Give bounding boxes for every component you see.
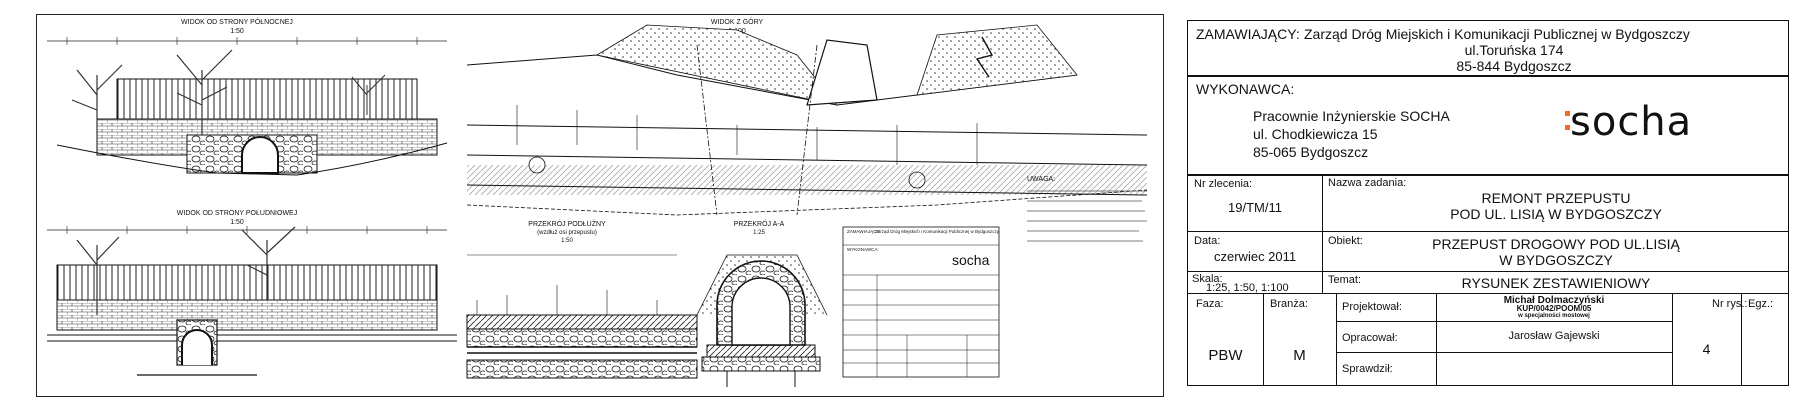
- notes-lines: [1027, 190, 1147, 242]
- long-section-subtitle: (wzdłuż osi przepustu): [537, 230, 597, 236]
- divider: [1322, 174, 1323, 293]
- long-section-scale: 1:50: [561, 238, 573, 244]
- client-name: Zarząd Dróg Miejskich i Komunikacji Publ…: [1304, 26, 1690, 42]
- topic-label: Temat:: [1328, 274, 1362, 286]
- contractor-street: ul. Chodkiewicza 15: [1253, 126, 1378, 142]
- divider: [1741, 293, 1742, 385]
- drafted-label: Opracował:: [1342, 332, 1398, 344]
- contractor-city: 85-065 Bydgoszcz: [1253, 144, 1369, 160]
- sheet-no: 4: [1702, 341, 1711, 357]
- technical-drawing: WIDOK OD STRONY PÓŁNOCNEJ 1:50 WIDOK OD …: [47, 17, 1148, 387]
- divider: [1336, 352, 1672, 353]
- sheet-no-label: Nr rys.:: [1712, 298, 1748, 310]
- divider: [1336, 293, 1337, 385]
- phase-value: PBW: [1208, 347, 1243, 364]
- task-name-line1: REMONT PRZEPUSTU: [1481, 190, 1631, 206]
- divider: [1188, 271, 1788, 272]
- client-street: ul.Toruńska 174: [1464, 42, 1564, 58]
- copies-label: Egz.:: [1748, 298, 1774, 310]
- object-line1: PRZEPUST DROGOWY POD UL.LISIĄ: [1432, 236, 1680, 252]
- socha-logo: socha: [1570, 99, 1693, 145]
- divider: [1188, 174, 1788, 176]
- branch-value: M: [1293, 347, 1306, 364]
- mini-title-block: [842, 226, 1000, 378]
- contractor-name: Pracownie Inżynierskie SOCHA: [1253, 108, 1450, 124]
- designer-label: Projektował:: [1342, 301, 1402, 313]
- logo-accent-bottom: [1565, 125, 1570, 130]
- divider: [1336, 321, 1672, 322]
- north-view-scale: 1:50: [230, 28, 244, 35]
- cross-section-scale: 1:25: [753, 230, 765, 236]
- task-name-line2: POD UL. LISIĄ W BYDGOSZCZY: [1450, 206, 1662, 222]
- object-line2: W BYDGOSZCZY: [1499, 252, 1613, 268]
- long-section-title: PRZEKRÓJ PODŁUŻNY: [528, 219, 606, 228]
- south-view: [47, 226, 457, 376]
- branch-label: Branża:: [1270, 298, 1308, 310]
- north-view-title: WIDOK OD STRONY PÓŁNOCNEJ: [181, 17, 293, 26]
- date-value: czerwiec 2011: [1214, 249, 1297, 264]
- client-city: 85-844 Bydgoszcz: [1456, 58, 1572, 74]
- scale-label: Skala:: [1192, 273, 1223, 285]
- long-section: [466, 254, 698, 379]
- mini-client-name: Zarząd Dróg Miejskich i Komunikacji Publ…: [875, 229, 1000, 234]
- divider: [1188, 75, 1788, 77]
- cross-section-title: PRZEKRÓJ A-A: [734, 219, 785, 228]
- notes-title: UWAGA:: [1027, 176, 1055, 183]
- designer-specialty: w specjalności mostowej: [1518, 313, 1590, 319]
- phase-label: Faza:: [1196, 298, 1224, 310]
- scale-value: 1:25, 1:50, 1:100: [1206, 282, 1289, 294]
- top-view-title: WIDOK Z GÓRY: [711, 17, 764, 26]
- top-view: [466, 24, 1148, 216]
- divider: [1188, 293, 1788, 294]
- order-no-label: Nr zlecenia:: [1194, 178, 1253, 190]
- drafted-name: Jarosław Gajewski: [1508, 330, 1600, 342]
- divider: [1436, 293, 1437, 385]
- divider: [1672, 293, 1673, 385]
- designer-name: Michał Dolmaczyński: [1503, 295, 1605, 306]
- mini-client-label: ZAMAWIAJĄCY:: [847, 229, 880, 234]
- north-view: [47, 37, 448, 176]
- cross-section: [696, 254, 828, 387]
- order-no: 19/TM/11: [1228, 200, 1282, 215]
- title-block: ZAMAWIAJĄCY: Zarząd Dróg Miejskich i Kom…: [1187, 20, 1789, 386]
- topic-value: RYSUNEK ZESTAWIENIOWY: [1461, 275, 1651, 291]
- contractor-label: WYKONAWCA:: [1196, 81, 1295, 97]
- task-name-label: Nazwa zadania:: [1328, 177, 1407, 189]
- logo-accent-top: [1565, 111, 1570, 116]
- south-view-title: WIDOK OD STRONY POŁUDNIOWEJ: [177, 210, 297, 217]
- designer-license: KUP/0042/POOM/05: [1516, 304, 1592, 313]
- south-view-scale: 1:50: [230, 219, 244, 226]
- drawing-sheet: WIDOK OD STRONY PÓŁNOCNEJ 1:50 WIDOK OD …: [36, 14, 1164, 397]
- mini-logo: socha: [952, 252, 990, 268]
- divider: [1263, 293, 1264, 385]
- client-label: ZAMAWIAJĄCY:: [1196, 26, 1300, 42]
- checked-label: Sprawdził:: [1342, 363, 1393, 375]
- mini-contractor-label: WYKONAWCA:: [847, 247, 879, 252]
- date-label: Data:: [1194, 235, 1221, 247]
- object-label: Obiekt:: [1328, 235, 1363, 247]
- divider: [1188, 231, 1788, 232]
